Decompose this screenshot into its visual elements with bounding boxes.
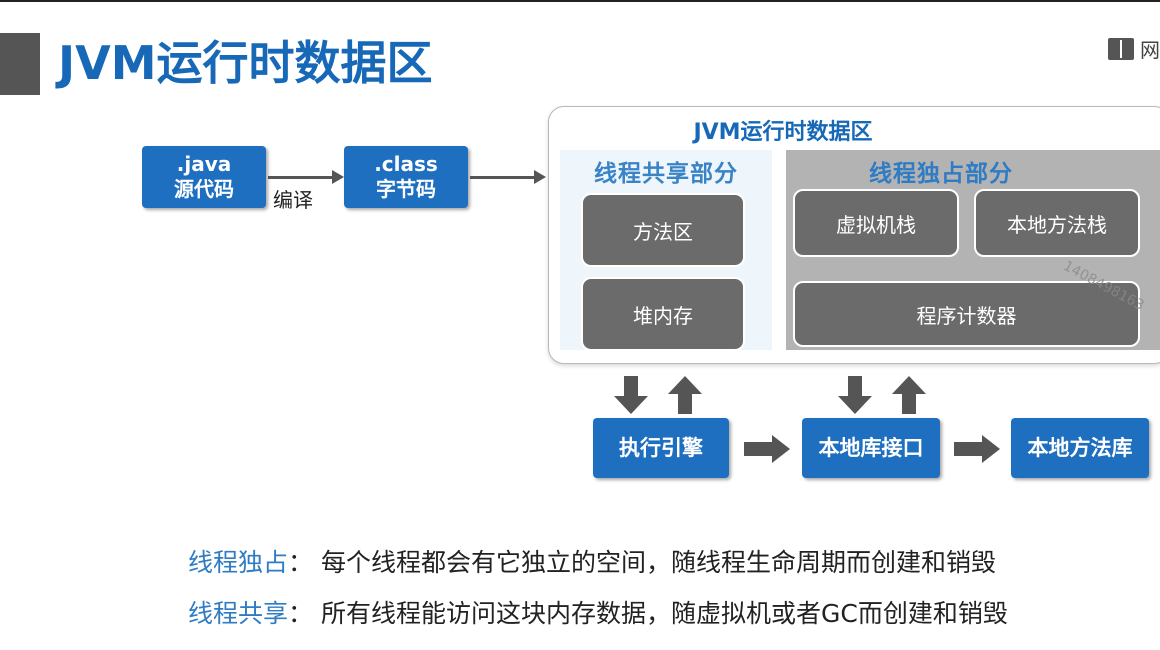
top-border — [0, 0, 1160, 2]
desc-sep: ： — [288, 599, 314, 628]
desc-thread-private: 线程独占： 每个线程都会有它独立的空间，随线程生命周期而创建和销毁 — [188, 543, 996, 579]
native-library-box: 本地方法库 — [1011, 418, 1149, 478]
corner-widget[interactable]: 网 — [1108, 34, 1160, 63]
compile-arrow-head — [332, 170, 344, 184]
compile-label: 编译 — [273, 188, 313, 212]
corner-text: 网 — [1140, 38, 1160, 62]
native-interface-box: 本地库接口 — [802, 418, 940, 478]
right-arrow-icon — [744, 435, 790, 463]
book-icon — [1108, 37, 1134, 60]
down-arrow-icon — [838, 376, 872, 414]
jvm-area-title: JVM运行时数据区 — [693, 120, 873, 145]
java-source-box: .java 源代码 — [142, 146, 266, 208]
desc-text: 所有线程能访问这块内存数据，随虚拟机或者GC而创建和销毁 — [320, 599, 1008, 628]
method-area-box: 方法区 — [581, 193, 745, 267]
class-label: 字节码 — [376, 177, 436, 201]
up-arrow-icon — [668, 376, 702, 414]
load-arrow-line — [470, 176, 534, 179]
desc-key: 线程独占 — [188, 548, 289, 577]
load-arrow-head — [534, 170, 546, 184]
class-ext: .class — [374, 152, 438, 176]
desc-key: 线程共享 — [188, 599, 289, 628]
heap-box: 堆内存 — [581, 277, 745, 351]
slide-title: JVM运行时数据区 — [58, 36, 433, 90]
execution-engine-box: 执行引擎 — [593, 418, 729, 478]
class-bytecode-box: .class 字节码 — [344, 146, 468, 208]
right-arrow-icon — [954, 435, 1000, 463]
exec-bidirectional-arrows — [614, 376, 702, 414]
shared-panel-title: 线程共享部分 — [594, 161, 738, 187]
private-panel-title: 线程独占部分 — [869, 161, 1013, 187]
vm-stack-box: 虚拟机栈 — [793, 189, 959, 257]
pc-bidirectional-arrows — [838, 376, 926, 414]
desc-text: 每个线程都会有它独立的空间，随线程生命周期而创建和销毁 — [320, 548, 996, 577]
program-counter-box: 程序计数器 — [793, 281, 1140, 347]
java-source-ext: .java — [176, 152, 232, 176]
native-stack-box: 本地方法栈 — [974, 189, 1140, 257]
up-arrow-icon — [892, 376, 926, 414]
title-accent-bar — [0, 33, 40, 95]
desc-thread-shared: 线程共享： 所有线程能访问这块内存数据，随虚拟机或者GC而创建和销毁 — [188, 594, 1008, 630]
desc-sep: ： — [288, 548, 314, 577]
down-arrow-icon — [614, 376, 648, 414]
compile-arrow-line — [268, 176, 332, 179]
java-source-label: 源代码 — [174, 177, 234, 201]
